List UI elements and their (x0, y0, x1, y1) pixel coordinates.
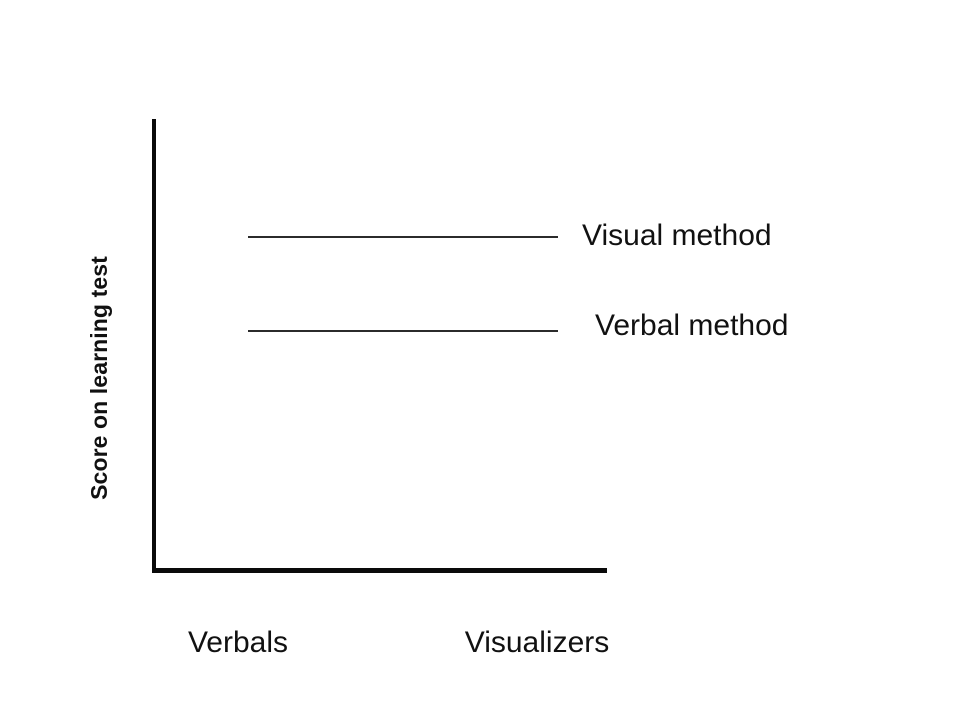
y-axis-label: Score on learning test (86, 256, 112, 500)
x-axis-line (152, 568, 607, 573)
series-line-verbal-method (248, 330, 558, 332)
x-tick-label-visualizers: Visualizers (464, 626, 610, 659)
series-label-visual-method: Visual method (582, 219, 772, 252)
series-label-verbal-method: Verbal method (595, 309, 789, 342)
y-axis-line (152, 119, 156, 573)
series-line-visual-method (248, 236, 558, 238)
x-tick-label-verbals: Verbals (187, 626, 289, 659)
